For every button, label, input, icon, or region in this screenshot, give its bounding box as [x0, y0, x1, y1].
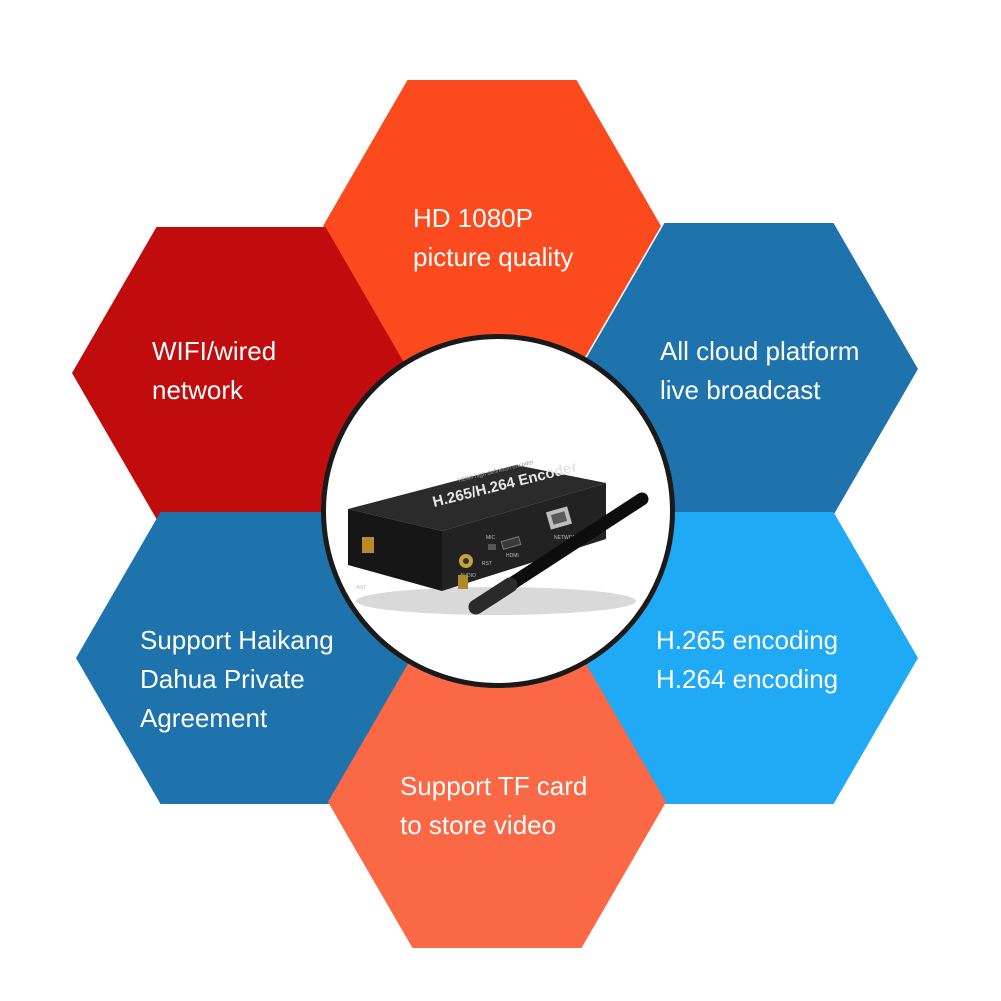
hdmi-port-icon — [500, 536, 522, 550]
feature-line: Agreement — [140, 703, 268, 733]
network-port-inner — [550, 511, 568, 525]
port-label-hdmi: HDMI — [506, 553, 519, 559]
feature-text-bottom-right: H.265 encoding H.264 encoding — [656, 621, 838, 699]
product-photo-circle: H.265/H.264 Encoder HDMI high definition… — [321, 334, 675, 688]
feature-line: H.264 encoding — [656, 664, 839, 694]
audio-jack-hole — [463, 558, 469, 564]
feature-line: Support TF card — [400, 771, 588, 801]
feature-line: Dahua Private — [140, 664, 305, 694]
antenna-connector-icon — [458, 575, 468, 589]
feature-line: picture quality — [413, 242, 574, 272]
side-connector-icon — [362, 537, 374, 553]
feature-text-right: All cloud platform live broadcast — [660, 332, 859, 410]
device-top-face — [348, 465, 606, 531]
mic-port-icon — [488, 544, 496, 550]
feature-text-left: WIFI/wired network — [152, 332, 276, 410]
device-front-face — [348, 509, 442, 591]
encoder-device-image: H.265/H.264 Encoder HDMI high definition… — [348, 458, 649, 615]
feature-text-top: HD 1080P picture quality — [413, 199, 573, 277]
port-label-rst: RST — [482, 561, 492, 567]
feature-line: network — [152, 375, 244, 405]
feature-line: All cloud platform — [660, 336, 860, 366]
feature-line: live broadcast — [660, 375, 821, 405]
port-label-ant: ANT — [356, 585, 366, 591]
port-label-mic: MIC — [486, 535, 496, 541]
feature-line: Support Haikang — [140, 625, 334, 655]
feature-line: to store video — [400, 810, 557, 840]
feature-line: HD 1080P — [413, 203, 533, 233]
port-label-network: NETWORK — [554, 535, 580, 541]
feature-line: WIFI/wired — [152, 336, 277, 366]
feature-line: H.265 encoding — [656, 625, 839, 655]
feature-text-bottom: Support TF card to store video — [400, 767, 587, 845]
feature-text-bottom-left: Support Haikang Dahua Private Agreement — [140, 621, 334, 738]
antenna-base — [468, 577, 518, 615]
